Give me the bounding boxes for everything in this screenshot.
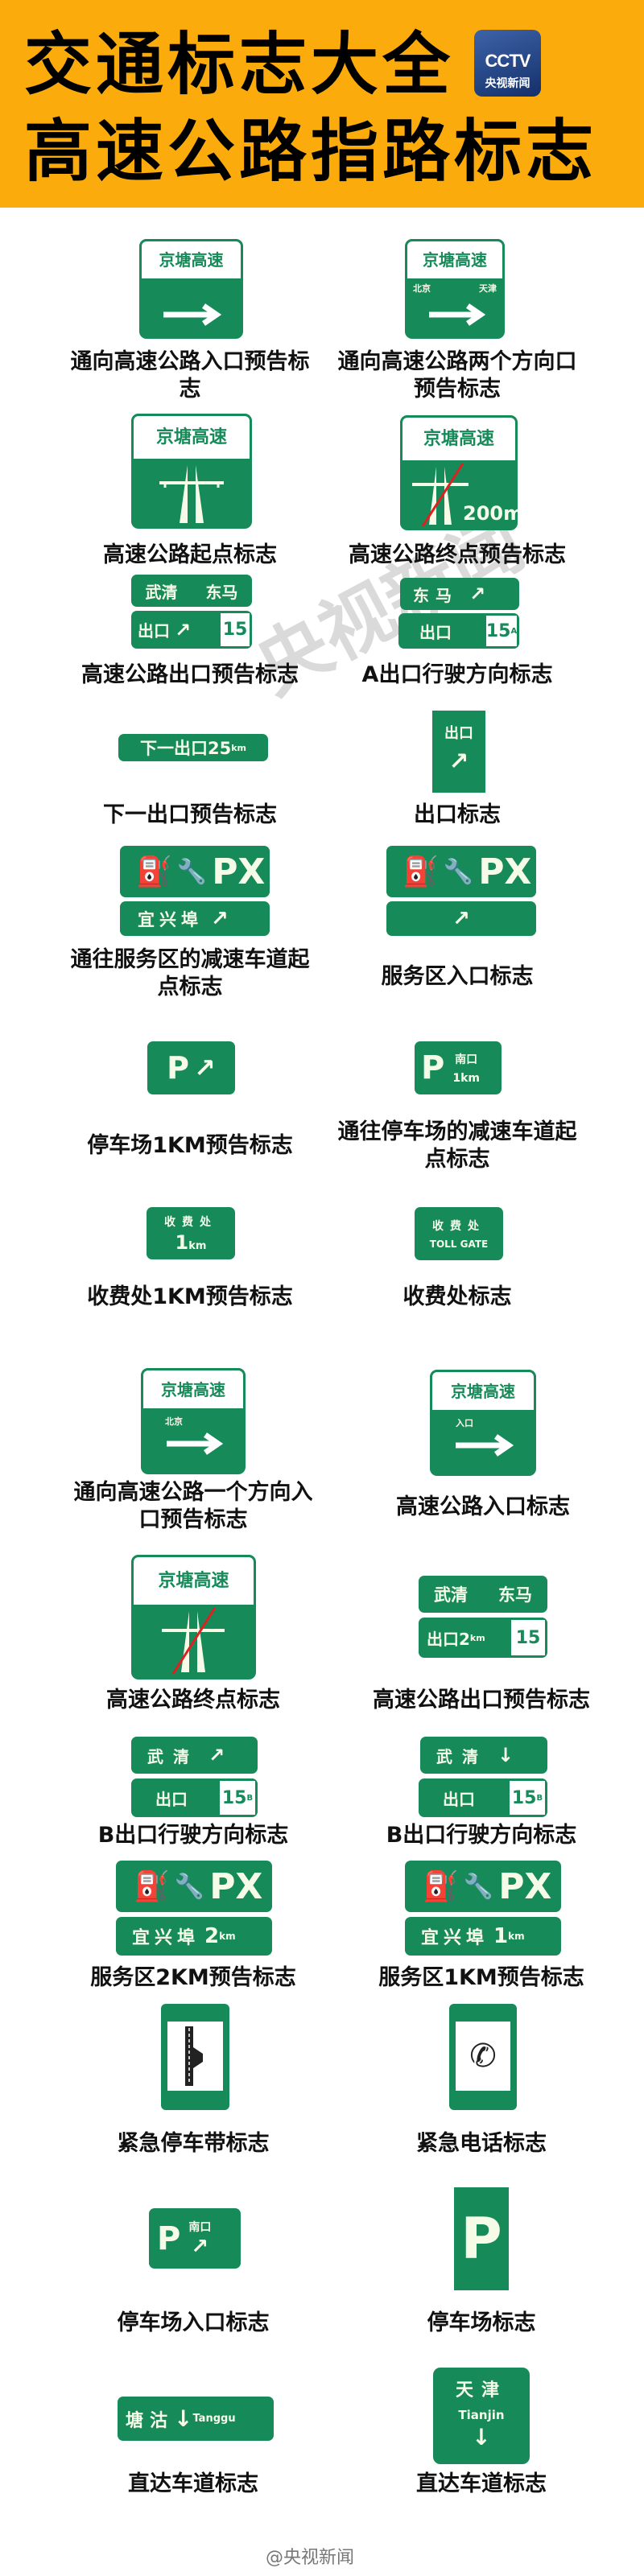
arrow-down-icon: ↓ [497,1744,514,1766]
sign-caption: 服务区入口标志 [381,964,534,989]
sign-caption: 通向高速公路一个方向入口预告标志 [73,1480,313,1532]
expressway-end-icon [162,1607,225,1675]
sign-exit-advance-2km-top: 武清东马 [419,1576,547,1613]
sign-caption: B出口行驶方向标志 [97,1823,289,1848]
sign-service-area-decel-top: ⛽ 🔧 PX [120,846,270,897]
sign-exit: 出口 ↗ [432,711,485,793]
sign-service-area-entrance-bottom: ↗ [386,901,536,936]
sign-caption: 高速公路起点标志 [103,542,277,567]
sign-one-direction-entrance-advance: 京塘高速 北京 [141,1368,246,1474]
arrow-up-right-icon: ↗ [211,906,233,931]
sign-expressway-entrance-advance: 京塘高速 [139,239,243,339]
sign-caption: 通往服务区的减速车道起点标志 [70,947,310,999]
sign-caption: 服务区2KM预告标志 [90,1965,296,1990]
wrench-icon: 🔧 [174,1872,205,1901]
sign-service-area-decel-bottom: 宜兴埠 ↗ [120,901,270,936]
arrow-right-icon [456,1434,514,1457]
arrow-up-right-icon: ↗ [452,906,470,931]
sign-caption: 直达车道标志 [416,2471,547,2496]
arrow-down-icon: ↓ [472,2424,491,2450]
emergency-lane-icon [167,2022,223,2091]
arrow-up-right-icon: ↗ [175,618,192,641]
wrench-icon: 🔧 [176,857,208,886]
arrow-up-right-icon: ↗ [469,583,486,605]
sign-caption: 紧急停车带标志 [117,2131,270,2156]
title-line2: 高速公路指路标志 [24,112,598,191]
sign-caption: 高速公路入口标志 [396,1494,570,1519]
sign-direct-lane-tianjin: 天津 Tianjin ↓ [433,2368,530,2464]
sign-b-exit-straight-top: 武清 ↓ [420,1737,547,1774]
sign-b-exit-direction-top: 武清 ↗ [131,1737,258,1774]
sign-toll-gate: 收费处 TOLL GATE [415,1207,503,1260]
sign-expressway-end-advance: 京塘高速 200m [400,415,518,530]
sign-caption: 高速公路终点预告标志 [349,542,566,567]
fuel-pump-icon: ⛽ [134,1870,170,1903]
sign-caption: 停车场入口标志 [117,2310,270,2335]
sign-caption: 停车场1KM预告标志 [87,1133,293,1158]
expressway-icon [159,465,224,523]
sign-caption: 服务区1KM预告标志 [378,1965,584,1990]
arrow-down-icon: ↓ [174,2405,193,2432]
sign-toll-1km-advance: 收费处 1km [147,1207,235,1259]
sign-parking: P [454,2187,509,2290]
arrow-up-right-icon: ↗ [191,2234,209,2259]
sign-caption: 高速公路出口预告标志 [81,662,299,687]
sign-caption: 通向高速公路入口预告标志 [70,349,310,402]
sign-a-exit-direction-top: 东马 ↗ [400,578,519,610]
arrow-up-right-icon: ↗ [208,1744,225,1766]
sign-two-direction-entrance-advance: 京塘高速 北京天津 [405,239,505,339]
sign-service-area-2km-top: ⛽ 🔧 PX [116,1861,272,1912]
expressway-end-icon [412,463,469,527]
cctv-logo: CCTV 央视新闻 [474,30,541,97]
sign-parking-1km-advance: P↗ [147,1041,235,1094]
sign-emergency-telephone: ✆ [449,2004,517,2110]
arrow-right-icon [167,1432,224,1455]
sign-caption: 通向高速公路两个方向口预告标志 [337,349,577,402]
sign-caption: 通往停车场的减速车道起点标志 [337,1119,577,1172]
arrow-up-right-icon: ↗ [448,748,469,776]
sign-exit-advance-bottom: 出口 ↗ 15 [131,611,252,649]
sign-caption: 下一出口预告标志 [103,802,277,827]
sign-caption: B出口行驶方向标志 [386,1823,577,1848]
sign-caption: 出口标志 [414,802,501,827]
sign-caption: 紧急电话标志 [416,2131,547,2156]
footer-watermark: @央视新闻 [266,2548,355,2568]
telephone-icon: ✆ [456,2022,510,2091]
sign-caption: 直达车道标志 [128,2471,258,2496]
title-line1: 交通标志大全 [24,25,455,104]
sign-caption: 收费处标志 [402,1284,512,1309]
sign-caption: A出口行驶方向标志 [361,662,553,687]
sign-emergency-parking-strip [161,2004,229,2110]
sign-expressway-start: 京塘高速 [131,414,252,529]
arrow-up-right-icon: ↗ [194,1053,216,1083]
sign-expressway-end: 京塘高速 [131,1555,256,1680]
sign-parking-decel-start: P 南口 1km [415,1041,502,1094]
sign-parking-entrance: P 南口 ↗ [149,2208,241,2269]
arrow-right-icon [429,303,486,326]
sign-caption: 高速公路出口预告标志 [373,1688,590,1713]
fuel-pump-icon: ⛽ [423,1870,459,1903]
sign-caption: 停车场标志 [427,2310,536,2335]
sign-caption: 收费处1KM预告标志 [87,1284,293,1309]
sign-service-area-entrance-top: ⛽ 🔧 PX [386,846,536,897]
arrow-right-icon [163,303,222,326]
sign-exit-advance-top: 武清东马 [131,575,252,607]
wrench-icon: 🔧 [463,1872,494,1901]
sign-expressway-entrance: 京塘高速 入口 [430,1370,536,1476]
sign-caption: 高速公路终点标志 [106,1688,280,1713]
header-banner: 交通标志大全 高速公路指路标志 CCTV 央视新闻 [0,0,644,208]
sign-service-area-1km-top: ⛽ 🔧 PX [405,1861,561,1912]
wrench-icon: 🔧 [443,857,474,886]
sign-direct-lane-tanggu: 塘沽 ↓ Tanggu [118,2397,274,2441]
fuel-pump-icon: ⛽ [136,855,172,888]
fuel-pump-icon: ⛽ [402,855,439,888]
